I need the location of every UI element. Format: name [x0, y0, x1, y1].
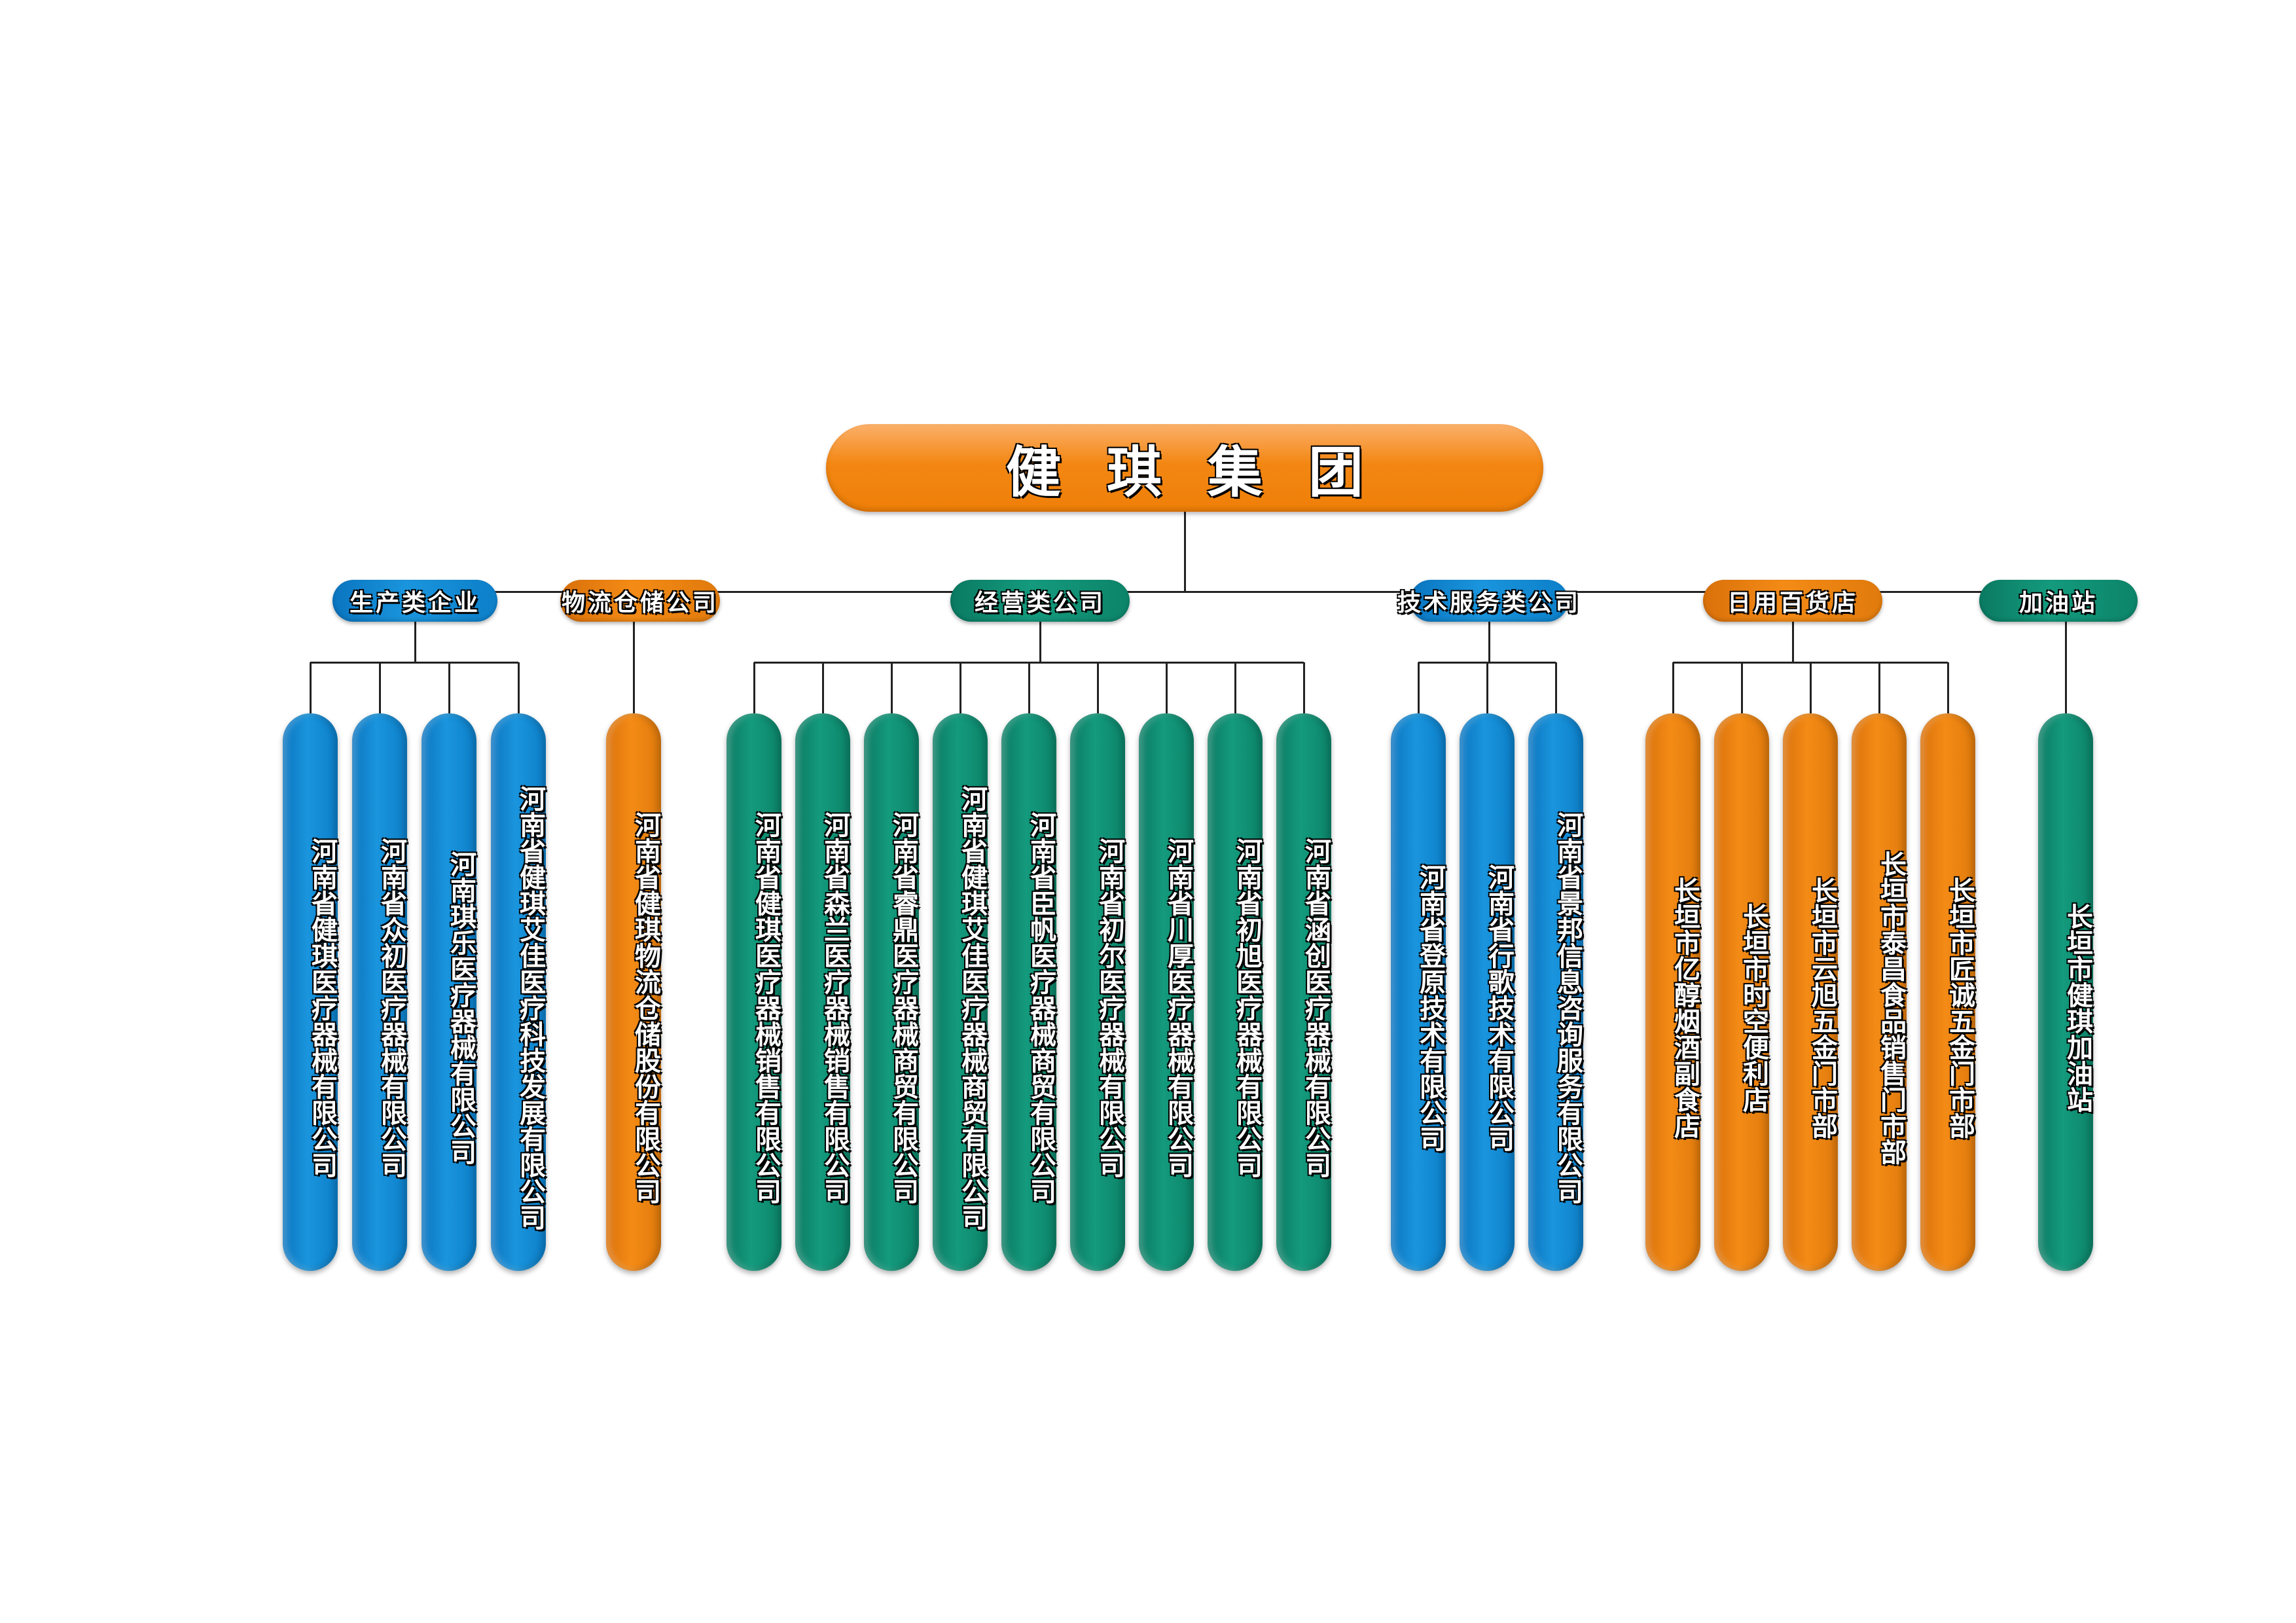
- leaf-connector: [1878, 662, 1880, 713]
- leaf-connector: [1165, 662, 1168, 713]
- leaf-connector: [309, 662, 312, 713]
- leaf-connector: [1946, 662, 1949, 713]
- leaf-connector: [1809, 662, 1812, 713]
- leaf-connector: [378, 662, 381, 713]
- leaf-connector: [1234, 662, 1236, 713]
- category-node: 经营类公司: [950, 580, 1130, 622]
- company-node: 河南省行歌技术有限公司: [1460, 713, 1515, 1271]
- company-node: 长垣市时空便利店: [1714, 713, 1769, 1271]
- company-node: 长垣市泰昌食品销售门市部: [1852, 713, 1907, 1271]
- company-node: 河南省健琪医疗器械销售有限公司: [726, 713, 781, 1271]
- leaf-connector: [753, 662, 755, 713]
- leaf-connector: [1740, 662, 1743, 713]
- company-node: 河南省初尔医疗器械有限公司: [1070, 713, 1125, 1271]
- company-node: 河南省登原技术有限公司: [1391, 713, 1446, 1271]
- category-connector: [1039, 622, 1041, 662]
- company-node: 河南省健琪艾佳医疗科技发展有限公司: [491, 713, 546, 1271]
- company-node: 河南省森兰医疗器械销售有限公司: [795, 713, 850, 1271]
- leaf-connector: [890, 662, 893, 713]
- leaf-connector: [959, 662, 961, 713]
- leaf-connector: [2064, 622, 2067, 713]
- leaf-connector: [1028, 662, 1030, 713]
- company-node: 河南省健琪物流仓储股份有限公司: [606, 713, 661, 1271]
- leaf-connector: [1672, 662, 1674, 713]
- leaf-connector: [821, 662, 824, 713]
- company-node: 长垣市健琪加油站: [2038, 713, 2093, 1271]
- leaf-connector: [448, 662, 450, 713]
- leaf-connector: [1096, 662, 1099, 713]
- company-node: 河南省景邦信息咨询服务有限公司: [1528, 713, 1583, 1271]
- category-node: 加油站: [1979, 580, 2138, 622]
- company-node: 河南省健琪医疗器械有限公司: [283, 713, 338, 1271]
- company-node: 长垣市云旭五金门市部: [1783, 713, 1838, 1271]
- leaf-connector: [1302, 662, 1305, 713]
- leaf-connector: [1486, 662, 1488, 713]
- company-node: 长垣市亿醇烟酒副食店: [1645, 713, 1700, 1271]
- category-node: 物流仓储公司: [560, 580, 720, 622]
- company-node: 河南省初旭医疗器械有限公司: [1208, 713, 1263, 1271]
- branch-line: [310, 661, 518, 664]
- main-bus-line: [415, 590, 2058, 593]
- company-node: 河南省川厚医疗器械有限公司: [1139, 713, 1194, 1271]
- category-node: 日用百货店: [1703, 580, 1882, 622]
- company-node: 河南琪乐医疗器械有限公司: [422, 713, 476, 1271]
- company-node: 河南省臣帆医疗器械商贸有限公司: [1001, 713, 1056, 1271]
- category-node: 生产类企业: [332, 580, 497, 622]
- category-connector: [1488, 622, 1490, 662]
- company-node: 长垣市匠诚五金门市部: [1920, 713, 1975, 1271]
- root-connector: [1183, 512, 1186, 592]
- category-node: 技术服务类公司: [1397, 580, 1578, 622]
- company-node: 河南省众初医疗器械有限公司: [352, 713, 407, 1271]
- leaf-connector: [1417, 662, 1420, 713]
- company-node: 河南省健琪艾佳医疗器械商贸有限公司: [933, 713, 988, 1271]
- leaf-connector: [517, 662, 520, 713]
- company-node: 河南省睿鼎医疗器械商贸有限公司: [864, 713, 919, 1271]
- category-connector: [1791, 622, 1794, 662]
- category-connector: [414, 622, 416, 662]
- root-node: 健琪集团: [826, 424, 1543, 512]
- company-node: 河南省涵创医疗器械有限公司: [1276, 713, 1331, 1271]
- leaf-connector: [1554, 662, 1557, 713]
- leaf-connector: [632, 622, 635, 713]
